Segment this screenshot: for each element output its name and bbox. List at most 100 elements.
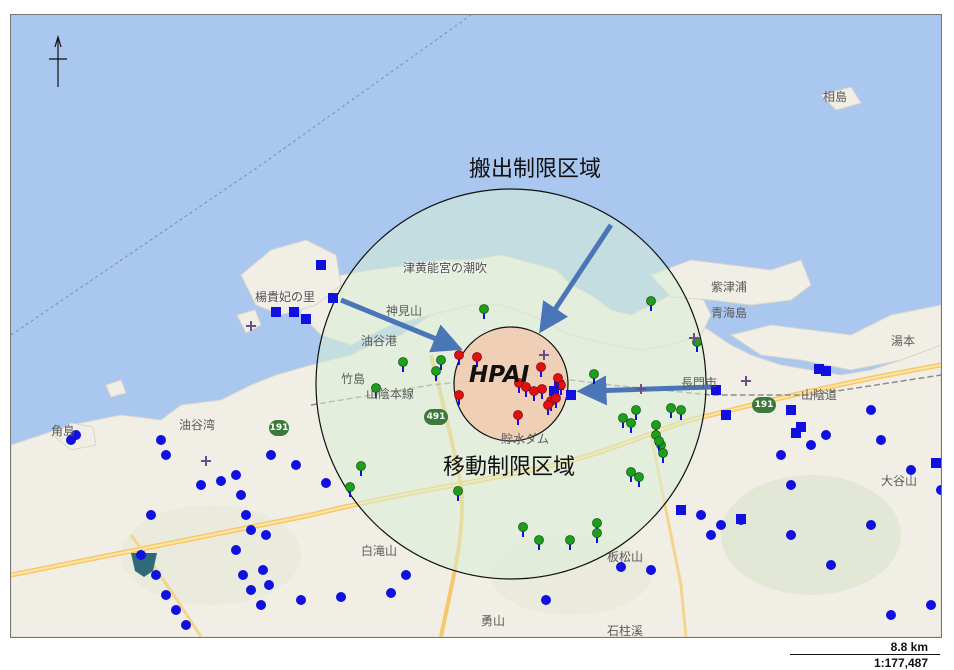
green-pin-icon[interactable] [345,482,355,492]
farm-dot-icon[interactable] [246,525,256,535]
farm-dot-icon[interactable] [821,430,831,440]
green-pin-icon[interactable] [398,357,408,367]
farm-dot-icon[interactable] [156,435,166,445]
farm-square-icon[interactable] [791,428,801,438]
red-pin-icon[interactable] [521,382,531,392]
farm-dot-icon[interactable] [696,510,706,520]
farm-dot-icon[interactable] [876,435,886,445]
farm-dot-icon[interactable] [866,520,876,530]
red-pin-icon[interactable] [454,350,464,360]
green-pin-icon[interactable] [658,448,668,458]
farm-dot-icon[interactable] [261,530,271,540]
cross-icon[interactable] [636,384,646,394]
farm-dot-icon[interactable] [646,565,656,575]
green-pin-icon[interactable] [479,304,489,314]
farm-dot-icon[interactable] [196,480,206,490]
farm-dot-icon[interactable] [886,610,896,620]
green-pin-icon[interactable] [651,420,661,430]
farm-square-icon[interactable] [271,307,281,317]
map-canvas[interactable] [11,15,941,637]
farm-square-icon[interactable] [814,364,824,374]
farm-dot-icon[interactable] [151,570,161,580]
green-pin-icon[interactable] [666,403,676,413]
green-pin-icon[interactable] [518,522,528,532]
farm-square-icon[interactable] [821,366,831,376]
green-pin-icon[interactable] [356,461,366,471]
farm-dot-icon[interactable] [786,480,796,490]
farm-symbols[interactable] [66,260,941,630]
green-pin-icon[interactable] [676,405,686,415]
farm-dot-icon[interactable] [231,470,241,480]
farm-dot-icon[interactable] [161,590,171,600]
farm-dot-icon[interactable] [541,595,551,605]
red-pin-icon[interactable] [551,393,561,403]
farm-dot-icon[interactable] [181,620,191,630]
green-pin-icon[interactable] [592,528,602,538]
red-pin-icon[interactable] [537,384,547,394]
farm-dot-icon[interactable] [936,485,941,495]
farm-dot-icon[interactable] [264,580,274,590]
green-pin-icon[interactable] [626,467,636,477]
cross-icon[interactable] [689,333,699,343]
farm-dot-icon[interactable] [291,460,301,470]
farm-square-icon[interactable] [796,422,806,432]
green-pin-icon[interactable] [371,383,381,393]
farm-square-icon[interactable] [786,405,796,415]
farm-dot-icon[interactable] [71,430,81,440]
farm-dot-icon[interactable] [258,565,268,575]
cross-icon[interactable] [539,350,549,360]
farm-square-icon[interactable] [711,385,721,395]
farm-dot-icon[interactable] [161,450,171,460]
farm-dot-icon[interactable] [236,490,246,500]
red-pin-icon[interactable] [513,410,523,420]
cross-icon[interactable] [201,456,211,466]
farm-dot-icon[interactable] [926,600,936,610]
farm-dot-icon[interactable] [806,440,816,450]
map-frame[interactable]: 相島 津黄能宮の潮吹 神見山 油谷港 竹島 山陰本線 油谷湾 楊貴妃の里 白滝山… [10,14,942,638]
farm-dot-icon[interactable] [241,510,251,520]
farm-dot-icon[interactable] [171,605,181,615]
red-pin-icon[interactable] [454,390,464,400]
cross-icon[interactable] [246,321,256,331]
farm-dot-icon[interactable] [231,545,241,555]
red-pin-icon[interactable] [553,373,563,383]
farm-square-icon[interactable] [721,410,731,420]
cross-icon[interactable] [741,376,751,386]
farm-dot-icon[interactable] [616,562,626,572]
green-pin-icon[interactable] [654,436,664,446]
green-pin-icon[interactable] [592,518,602,528]
green-pin-icon[interactable] [436,355,446,365]
green-pin-icon[interactable] [626,418,636,428]
farm-dot-icon[interactable] [786,530,796,540]
farm-dot-icon[interactable] [246,585,256,595]
farm-dot-icon[interactable] [321,478,331,488]
farm-square-icon[interactable] [676,505,686,515]
green-pin-icon[interactable] [631,405,641,415]
farm-dot-icon[interactable] [401,570,411,580]
farm-dot-icon[interactable] [216,476,226,486]
farm-dot-icon[interactable] [866,405,876,415]
green-pin-icon[interactable] [589,369,599,379]
farm-dot-icon[interactable] [716,520,726,530]
green-pin-icon[interactable] [634,472,644,482]
farm-square-icon[interactable] [736,514,746,524]
farm-dot-icon[interactable] [826,560,836,570]
farm-dot-icon[interactable] [776,450,786,460]
red-pin-icon[interactable] [529,386,539,396]
farm-square-icon[interactable] [566,390,576,400]
farm-dot-icon[interactable] [336,592,346,602]
farm-square-icon[interactable] [931,458,941,468]
red-pin-icon[interactable] [543,400,553,410]
farm-dot-icon[interactable] [266,450,276,460]
farm-dot-icon[interactable] [906,465,916,475]
farm-square-icon[interactable] [328,293,338,303]
farm-square-icon[interactable] [289,307,299,317]
green-pin-icon[interactable] [618,413,628,423]
green-pin-icon[interactable] [646,296,656,306]
farm-square-icon[interactable] [301,314,311,324]
farm-dot-icon[interactable] [706,530,716,540]
farm-dot-icon[interactable] [256,600,266,610]
green-pin-icon[interactable] [431,366,441,376]
farm-dot-icon[interactable] [386,588,396,598]
farm-dot-icon[interactable] [238,570,248,580]
